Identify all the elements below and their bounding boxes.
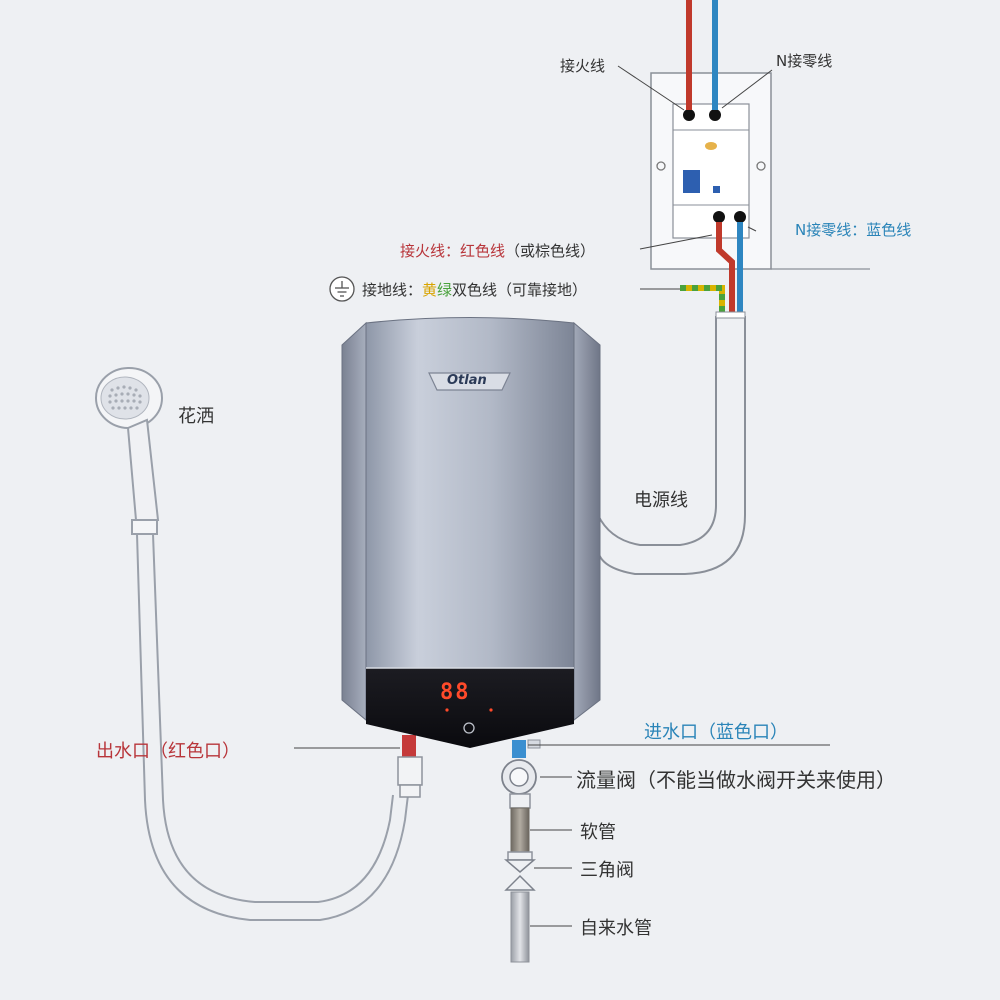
label-flow-valve: 流量阀（不能当做水阀开关来使用） [576,768,896,792]
label-ground-description: 接地线：黄绿双色线（可靠接地） [362,279,587,300]
label-live-description: 接火线：红色线（或棕色线） [400,240,595,261]
angle-valve [503,859,537,873]
label-angle-valve: 三角阀 [580,860,634,881]
junction-box [650,72,870,270]
tap-pipe [510,891,530,963]
hose [510,807,530,855]
shower-hose-outer [136,533,409,921]
label-live-description-tail: （或棕色线） [505,242,596,260]
heater-temperature-display: 88 [440,680,471,705]
label-water-inlet: 进水口（蓝色口） [644,722,788,743]
label-ground-tail: 双色线（可靠接地） [452,281,588,299]
ground-wire-stripe [680,285,725,316]
label-neutral-description: N接零线：蓝色线 [795,221,912,239]
label-live-description-head: 接火线：红色线 [400,242,506,260]
shower-hose-inner [152,533,394,903]
label-ground-green: 绿 [437,281,453,299]
label-shower-head: 花洒 [178,406,214,427]
brand-badge [428,372,511,391]
heater-live-wire [716,222,735,316]
power-cord-outline-outer [597,316,746,575]
label-neutral-wire: N接零线 [776,52,833,70]
shower-head [95,367,163,535]
label-ground-head: 接地线： [362,281,423,299]
label-ground-yellow: 黄 [422,281,438,299]
power-button-icon [463,722,475,734]
power-cord-outline-inner [597,316,717,546]
label-live-wire: 接火线 [560,57,606,75]
ground-icon [329,276,355,302]
leader-lines [294,65,830,927]
label-water-outlet: 出水口（红色口） [96,741,240,762]
water-heater [341,317,601,748]
label-hose: 软管 [580,822,616,843]
inlet-assembly [501,739,541,963]
label-power-cord: 电源线 [634,490,688,511]
label-tap-pipe: 自来水管 [580,918,652,939]
outlet-fitting [397,735,423,798]
heater-brand: Otlan [447,373,487,388]
